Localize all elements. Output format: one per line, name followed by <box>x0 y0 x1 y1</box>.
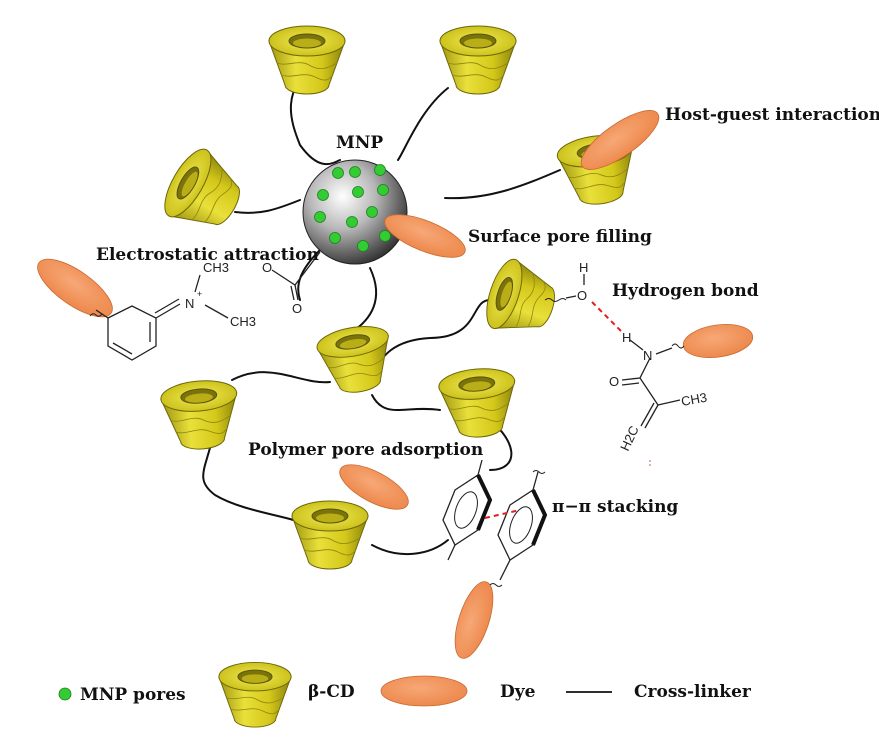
n-amide-label: N <box>643 348 652 363</box>
hydrogen-bond-molecule <box>544 274 685 468</box>
plus-sign: + <box>197 289 202 299</box>
legend-mnp-pores: MNP pores <box>80 685 186 705</box>
legend-cross-linker: Cross-linker <box>634 682 752 702</box>
host-guest-label: Host-guest interaction <box>665 105 879 125</box>
beta-cd-cup <box>314 321 398 399</box>
o-minus-label: O <box>262 260 272 275</box>
h-hydroxyl-label: H <box>579 260 588 275</box>
legend: MNP pores β-CD Dye Cross-linker <box>58 661 752 728</box>
dye-ellipse <box>339 464 409 510</box>
carboxylate-group <box>271 251 321 301</box>
electrostatic-molecule <box>89 274 229 361</box>
beta-cd-cup <box>159 377 242 453</box>
hydrogen-bond-label: Hydrogen bond <box>612 281 759 301</box>
legend-cd-swatch <box>218 661 292 728</box>
polymer-pore-label: Polymer pore adsorption <box>248 440 483 460</box>
ch3-acryl-label: CH3 <box>680 390 708 409</box>
n-plus-label: N <box>185 296 194 311</box>
legend-pore-swatch <box>58 687 72 701</box>
legend-dye-swatch <box>380 675 468 707</box>
pi-stacking-label: π−π stacking <box>552 497 678 517</box>
legend-beta-cd: β-CD <box>308 682 355 702</box>
pi-stacking-rings <box>442 459 548 587</box>
beta-cd-cup <box>437 365 520 441</box>
ch3-label-top: CH3 <box>203 260 229 275</box>
mnp-sphere <box>302 159 408 265</box>
electrostatic-label: Electrostatic attraction <box>96 245 319 265</box>
dye-ellipse <box>37 258 113 318</box>
h2c-label: H2C <box>617 423 642 453</box>
mnp-label: MNP <box>336 133 383 153</box>
dye-ellipse <box>580 110 660 170</box>
h-amide-label: H <box>622 330 631 345</box>
legend-dye: Dye <box>500 682 536 702</box>
beta-cd-cup <box>155 142 254 243</box>
beta-cd-cup <box>291 500 369 570</box>
o-hydroxyl-label: O <box>577 288 587 303</box>
dye-ellipse <box>682 324 754 358</box>
surface-pore-label: Surface pore filling <box>468 227 652 247</box>
dye-ellipse <box>454 581 494 659</box>
mnp-pore-dots <box>314 164 391 252</box>
o-amide-label: O <box>609 374 619 389</box>
ch3-label-right: CH3 <box>230 314 256 329</box>
beta-cd-cup <box>268 25 346 95</box>
beta-cd-cup <box>439 25 517 95</box>
o-carbonyl-label: O <box>292 301 302 316</box>
dye-ellipse <box>384 214 466 258</box>
